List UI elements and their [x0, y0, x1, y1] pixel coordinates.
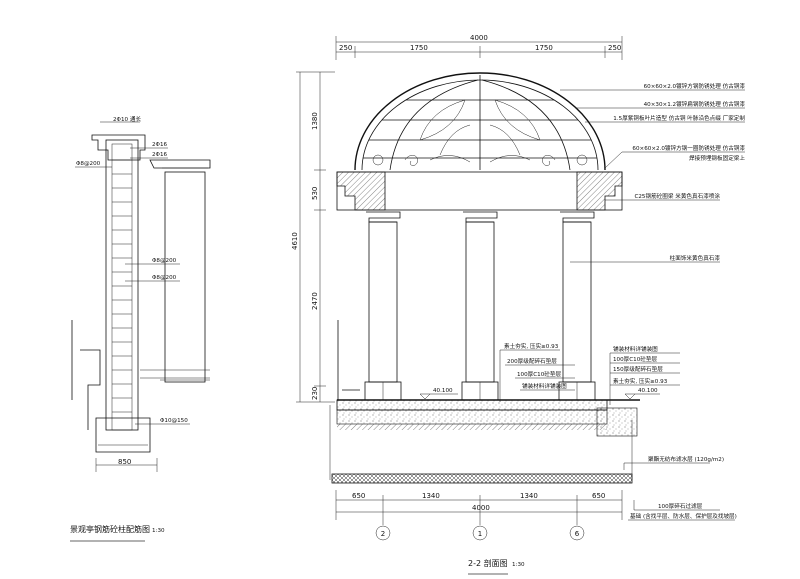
note: 素土夯实, 压实≥0.93 — [504, 342, 559, 350]
note: 焊接预埋钢板固定梁上 — [689, 154, 745, 162]
dome-canopy — [354, 72, 606, 171]
rebar-label: Φ8@200 — [152, 275, 177, 281]
note: 素土夯实, 压实≥0.93 — [613, 377, 668, 385]
dim-bottom: 1340 — [520, 492, 538, 500]
dim-top: 250 — [608, 44, 621, 52]
note: 铺装材料详铺装图 — [522, 382, 567, 390]
dim-top: 1750 — [535, 44, 553, 52]
rebar-label: Φ8@200 — [152, 258, 177, 264]
note: 1.5厚紫铜板叶片造型 仿古铜 叶脉沿色点缀 厂家定制 — [613, 114, 745, 122]
dim-left: 530 — [311, 187, 319, 200]
section-scale: 1:30 — [512, 562, 525, 568]
svg-text:6: 6 — [575, 530, 580, 538]
note: 100厚C10砼垫层 — [517, 370, 561, 378]
rebar-label: 2Φ10 通长 — [113, 115, 141, 123]
dim-bottom: 1340 — [422, 492, 440, 500]
dim-top: 250 — [339, 44, 352, 52]
column — [364, 211, 402, 401]
axis-marker: 2 — [375, 525, 391, 541]
dim-top: 1750 — [410, 44, 428, 52]
note: C25钢筋砼圈梁 米黄色真石漆喷涂 — [634, 192, 720, 200]
column — [461, 211, 499, 401]
note: 200厚级配碎石垫层 — [507, 357, 557, 365]
note: 柱面饰米黄色真石漆 — [670, 254, 721, 262]
level-mark: 40.100 — [638, 388, 658, 394]
note: 150厚级配碎石垫层 — [613, 365, 663, 373]
level-mark: 40.100 — [433, 388, 453, 394]
dim-left: 230 — [311, 387, 319, 400]
dim-bottom: 650 — [352, 492, 365, 500]
note: 铺装材料详铺装图 — [613, 345, 658, 353]
note: 60×60×2.0镀锌方钢防锈处理 仿古铜漆 — [644, 82, 746, 90]
note: 60×60×2.0镀锌方钢一圈防锈处理 仿古铜漆 — [632, 144, 745, 152]
note: 基础 (含找平层、防水层、保护层及找坡层) — [630, 512, 737, 520]
rebar-label: Φ10@150 — [160, 418, 188, 424]
dim-bottom: 650 — [592, 492, 605, 500]
rebar-label: 2Φ16 — [152, 142, 168, 148]
column — [558, 211, 596, 401]
rebar-label: Φ8@200 — [76, 161, 101, 167]
dim-top-total: 4000 — [470, 34, 488, 42]
foundation-notes: 素土夯实, 压实≥0.93 200厚级配碎石垫层 100厚C10砼垫层 铺装材料… — [499, 342, 737, 521]
axis-marker: 1 — [472, 525, 488, 541]
detail-title: 景观亭钢筋砼柱配筋图 — [70, 524, 150, 534]
column-reinforcement-detail: 2Φ10 通长 2Φ16 2Φ16 Φ8@200 Φ8@200 Φ8@200 Φ… — [70, 115, 211, 542]
dimension-850: 850 — [118, 458, 131, 466]
rebar-label: 2Φ16 — [152, 152, 168, 158]
detail-scale: 1:30 — [152, 528, 165, 534]
section-title: 2-2 剖面图 — [468, 558, 508, 568]
dim-left-total: 4610 — [291, 232, 299, 250]
material-notes: 60×60×2.0镀锌方钢防锈处理 仿古铜漆 40×30×1.2镀锌扁钢防锈处理… — [560, 82, 746, 263]
svg-text:2: 2 — [381, 530, 385, 538]
axis-marker: 6 — [569, 525, 585, 541]
note: 40×30×1.2镀锌扁钢防锈处理 仿古铜漆 — [644, 100, 746, 108]
dim-bottom-total: 4000 — [472, 504, 490, 512]
note: 100厚C10砼垫层 — [613, 355, 657, 363]
section-2-2: 4000 250 1750 1750 250 — [291, 34, 746, 575]
note: 聚酯无纺布滤水层 (120g/m2) — [648, 455, 724, 463]
dim-left: 2470 — [311, 292, 319, 310]
svg-text:1: 1 — [478, 530, 482, 538]
note: 100厚碎石过滤层 — [658, 502, 703, 510]
dim-left: 1380 — [311, 112, 319, 130]
